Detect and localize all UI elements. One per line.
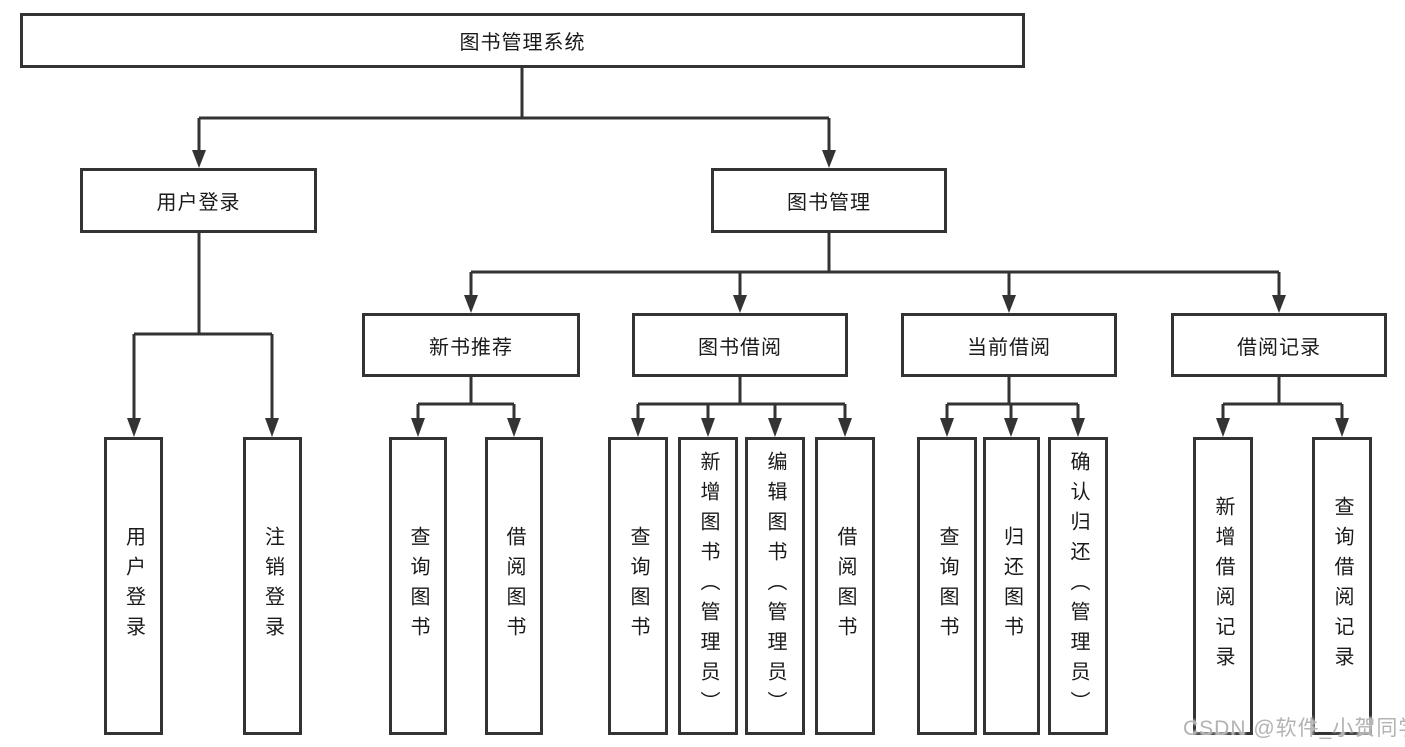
leaf-label: 查询图书: [407, 526, 429, 646]
leaf-query-books-current: 查询图书: [917, 437, 977, 735]
node-borrowing-records: 借阅记录: [1171, 313, 1387, 377]
leaf-label: 查询借阅记录: [1331, 496, 1353, 676]
leaf-add-books-admin: 新增图书（管理员）: [678, 437, 738, 735]
node-label: 图书管理: [787, 192, 871, 214]
node-label: 图书借阅: [698, 336, 782, 359]
node-user-login: 用户登录: [80, 168, 317, 233]
leaf-label: 用户登录: [122, 526, 145, 646]
leaf-label: 查询图书: [627, 526, 649, 646]
leaf-label: 归还图书: [1000, 526, 1023, 646]
leaf-query-books-recommend: 查询图书: [389, 437, 447, 735]
leaf-borrow-books-recommend: 借阅图书: [485, 437, 543, 735]
leaf-label: 注销登录: [261, 526, 284, 646]
node-book-borrowing: 图书借阅: [632, 313, 848, 377]
node-library-system-root: 图书管理系统: [20, 13, 1025, 68]
leaf-logout: 注销登录: [243, 437, 302, 735]
node-label: 借阅记录: [1237, 336, 1321, 359]
node-current-borrowing: 当前借阅: [901, 313, 1117, 377]
leaf-add-borrow-record: 新增借阅记录: [1193, 437, 1253, 735]
leaf-label: 借阅图书: [503, 526, 525, 646]
leaf-label: 编辑图书（管理员）: [764, 451, 786, 721]
leaf-confirm-return-admin: 确认归还（管理员）: [1048, 437, 1108, 735]
leaf-label: 查询图书: [936, 526, 958, 646]
leaf-borrow-books: 借阅图书: [815, 437, 875, 735]
leaf-edit-books-admin: 编辑图书（管理员）: [745, 437, 805, 735]
leaf-query-borrow-record: 查询借阅记录: [1312, 437, 1372, 735]
leaf-label: 确认归还（管理员）: [1067, 451, 1089, 721]
leaf-query-books-borrowing: 查询图书: [608, 437, 668, 735]
node-new-book-recommendation: 新书推荐: [362, 313, 580, 377]
node-label: 当前借阅: [967, 336, 1051, 359]
leaf-return-books: 归还图书: [983, 437, 1040, 735]
root-label: 图书管理系统: [459, 32, 586, 54]
node-label: 用户登录: [156, 192, 241, 214]
leaf-label: 借阅图书: [834, 526, 856, 646]
node-book-management: 图书管理: [711, 168, 947, 233]
leaf-label: 新增图书（管理员）: [697, 451, 719, 721]
leaf-label: 新增借阅记录: [1212, 496, 1234, 676]
arrowheads: [127, 150, 1349, 437]
leaf-user-login: 用户登录: [104, 437, 163, 735]
node-label: 新书推荐: [429, 336, 513, 359]
